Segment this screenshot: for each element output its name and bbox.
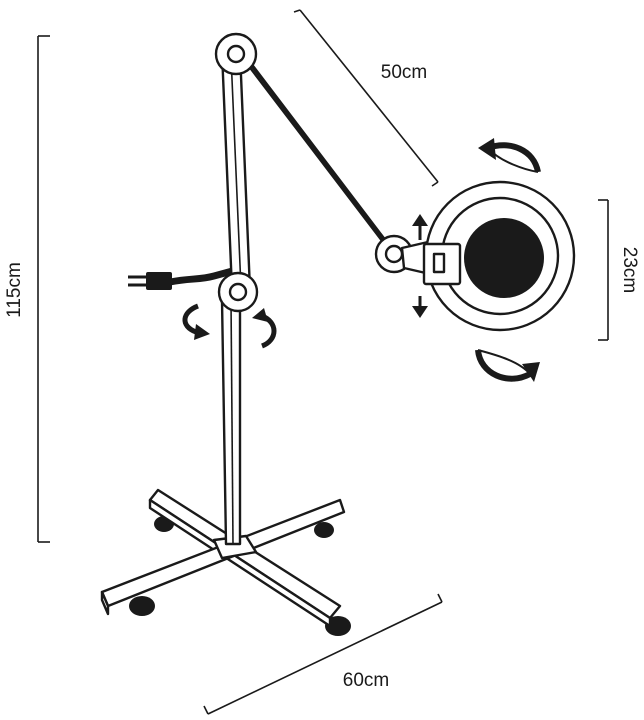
power-cord <box>128 266 240 290</box>
lens-diameter-dimension: 23cm <box>598 199 640 341</box>
plug-icon <box>146 272 172 290</box>
column <box>220 298 242 546</box>
base-width-dimension: 60cm <box>203 593 443 715</box>
arm-length-dimension: 50cm <box>293 9 439 187</box>
rotate-arrows-icon <box>475 349 540 382</box>
arm-length-label: 50cm <box>381 62 427 83</box>
rotate-arrows-icon <box>182 303 277 349</box>
caster-right <box>314 522 334 538</box>
top-joint <box>214 32 258 76</box>
lens-diameter-label: 23cm <box>619 247 640 293</box>
magnifier-head <box>400 180 576 332</box>
elbow-joint <box>217 271 259 313</box>
base-width-label: 60cm <box>343 670 389 691</box>
height-label: 115cm <box>4 262 25 318</box>
switch-icon <box>432 252 446 274</box>
up-down-arrows-icon <box>412 214 428 318</box>
cross-base <box>100 488 346 628</box>
rotate-arrows-icon <box>478 138 541 173</box>
caster-front <box>325 616 351 636</box>
lens <box>464 218 544 298</box>
height-dimension: 115cm <box>4 35 50 543</box>
caster-left <box>129 596 155 616</box>
lower-arm <box>220 50 252 292</box>
upper-arm <box>230 42 404 264</box>
